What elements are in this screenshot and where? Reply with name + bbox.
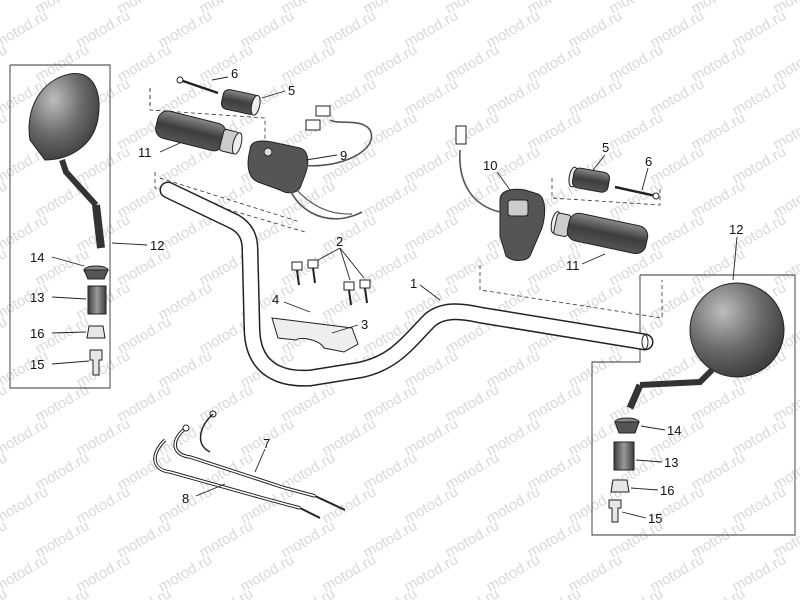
clamp [271,317,359,353]
callout-bar-end-weight-left: 5 [288,83,295,98]
watermark-text: motod.ru [196,585,256,600]
watermark-text: motod.ru [0,313,10,357]
watermark-text: motod.ru [442,585,502,600]
callout-left-switch: 9 [340,148,347,163]
watermark-text: motod.ru [0,585,10,600]
right-controls-group: 10 5 6 11 [455,125,663,319]
watermark-text: motod.ru [0,245,10,289]
watermark-text: motod.ru [114,585,174,600]
watermark-text: motod.ru [0,551,51,595]
watermark-text: motod.ru [0,449,10,493]
spacer-right [613,441,635,471]
callout-nut-left: 16 [30,326,44,341]
left-switch-connector [315,105,331,117]
right-switch-connector [455,125,467,145]
callout-bolt-left: 15 [30,357,44,372]
callout-rubber-cap-left: 14 [30,250,44,265]
left-switch-wire [299,119,373,167]
watermark-text: motod.ru [0,381,10,425]
left-switch [247,140,309,194]
cables-group: 7 8 [153,410,346,519]
callout-bar-end-screw-left: 6 [231,66,238,81]
mirror-right-head [689,282,785,378]
callout-cable-lower: 8 [182,491,189,506]
left-mirror-frame [9,64,111,389]
grip-right [550,211,649,255]
nut-right [610,479,630,493]
nut-left [86,325,106,339]
callout-screws: 2 [336,234,343,249]
callout-bar-end-screw-right: 6 [645,154,652,169]
left-controls-group: 6 5 11 9 [138,66,373,220]
mirror-left-head [28,73,100,161]
watermark-text: motod.ru [770,585,800,600]
bar-end-screw-right [614,185,657,198]
callout-bolt-right: 15 [648,511,662,526]
screws [291,259,371,306]
watermark-text: motod.ru [0,7,51,51]
mirror-right-stem [639,367,715,388]
callout-bar-end-weight-right: 5 [602,140,609,155]
callout-grip-right: 11 [566,258,580,273]
watermark-text: motod.ru [0,517,10,561]
callout-nut-right: 16 [660,483,674,498]
callout-spacer-right: 13 [664,455,678,470]
watermark-text: motod.ru [0,0,10,17]
watermark-text: motod.ru [0,415,51,459]
callout-rubber-cap-right: 14 [667,423,681,438]
mirror-left-rod [92,204,105,249]
watermark-text: motod.ru [0,41,10,85]
left-mirror-group: 12 14 13 16 15 [9,64,164,389]
watermark-text: motod.ru [360,585,420,600]
clamp-group: 2 4 3 [271,234,371,353]
callout-spacer-left: 13 [30,290,44,305]
bar-end-weight-left [220,89,261,116]
bolt-left [89,349,103,376]
right-mirror-group: 12 14 13 16 15 [591,222,796,536]
watermark-text: motod.ru [688,585,748,600]
callout-washer: 4 [272,292,279,307]
watermark-text: motod.ru [606,585,666,600]
right-switch-wire [459,149,501,213]
watermark-text: motod.ru [0,177,10,221]
mirror-right-rod [626,383,644,410]
bar-end-screw-left [179,78,219,95]
callout-right-switch: 10 [483,158,497,173]
callout-grip-left: 11 [138,145,152,160]
callout-clamp: 3 [361,317,368,332]
right-mirror-frame [591,274,796,536]
watermark-text: motod.ru [0,483,51,527]
callout-handlebar: 1 [410,276,417,291]
grip-left [155,110,243,155]
watermark-text: motod.ru [32,585,92,600]
callout-mirror-right: 12 [729,222,743,237]
bolt-right [608,499,622,523]
mirror-left-stem [59,159,99,208]
bar-end-weight-right [568,166,610,193]
watermark-text: motod.ru [524,585,584,600]
watermark-text: motod.ru [0,211,51,255]
watermark-text: motod.ru [0,109,10,153]
spacer-left [87,285,107,315]
callout-cable-upper: 7 [263,436,270,451]
handlebar-group: 1 [154,172,654,387]
callout-mirror-left: 12 [150,238,164,253]
handlebar-body [161,183,652,386]
watermark-text: motod.ru [278,585,338,600]
